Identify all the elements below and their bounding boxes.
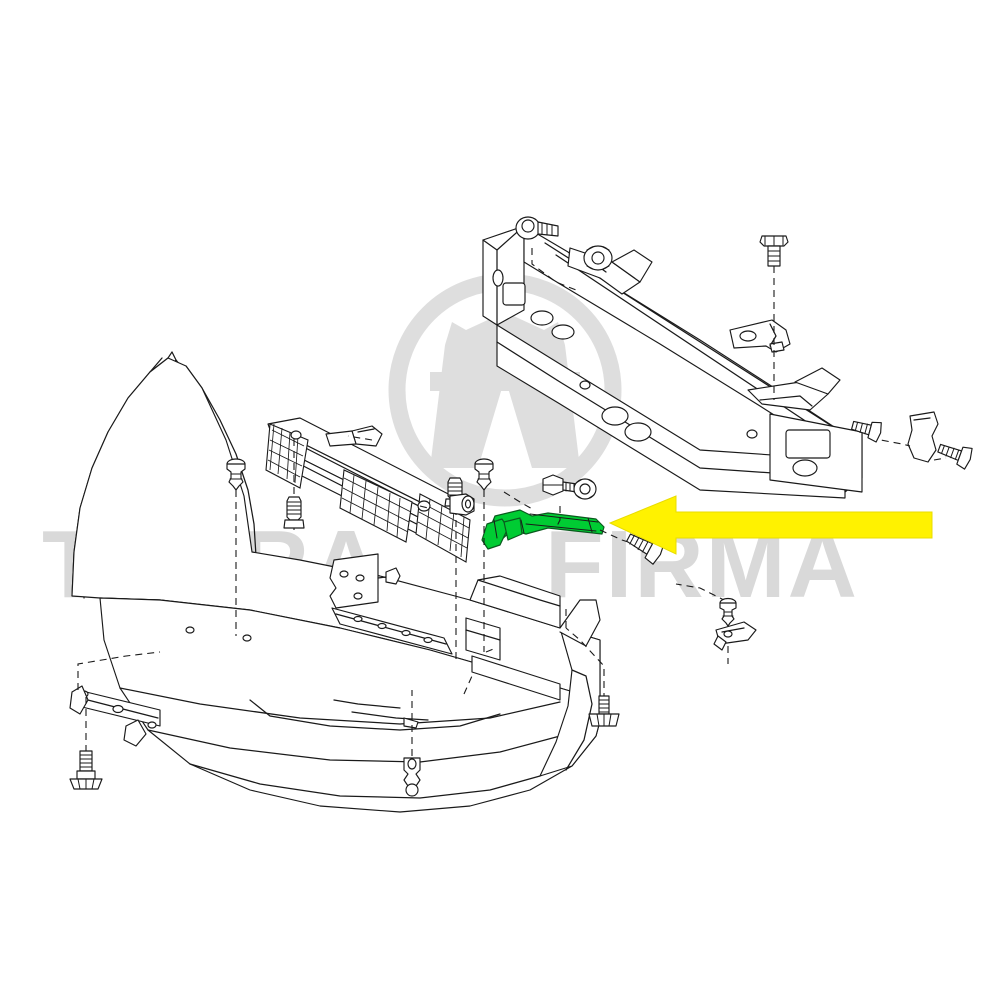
stay-bracket-right [713,621,757,651]
callout-arrow [608,495,933,555]
lower-valance-trim [331,607,453,655]
side-bracket-left [69,685,161,747]
fastener-push-clip [403,757,421,797]
highlighted-retainer [481,509,605,550]
bumper-reinforcement [482,225,863,499]
fastener-washer-bolt [515,216,559,240]
fastener-push-clip [719,597,737,627]
fastener-hex-bolt [283,496,305,529]
fastener-barrel-nut [573,478,597,500]
assembly-guide-lines [77,248,947,756]
fastener-push-clip [474,458,494,491]
bumper-grille [265,417,471,563]
fastener-flange-bolt [588,695,620,727]
fastener-barrel-nut [449,493,475,516]
grille-mesh-center [339,469,413,543]
grille-mesh-left [265,423,309,489]
fastener-tapping-screw [851,420,882,443]
fastener-flange-bolt [69,750,103,790]
bumper-fascia [71,351,605,813]
fastener-push-clip [226,458,246,491]
fastener-tapping-screw [937,443,973,470]
fastener-flange-nut [583,245,613,271]
license-plate-bracket [329,553,401,609]
corner-bracket-plate [907,411,939,463]
fastener-washer-bolt [759,235,789,267]
